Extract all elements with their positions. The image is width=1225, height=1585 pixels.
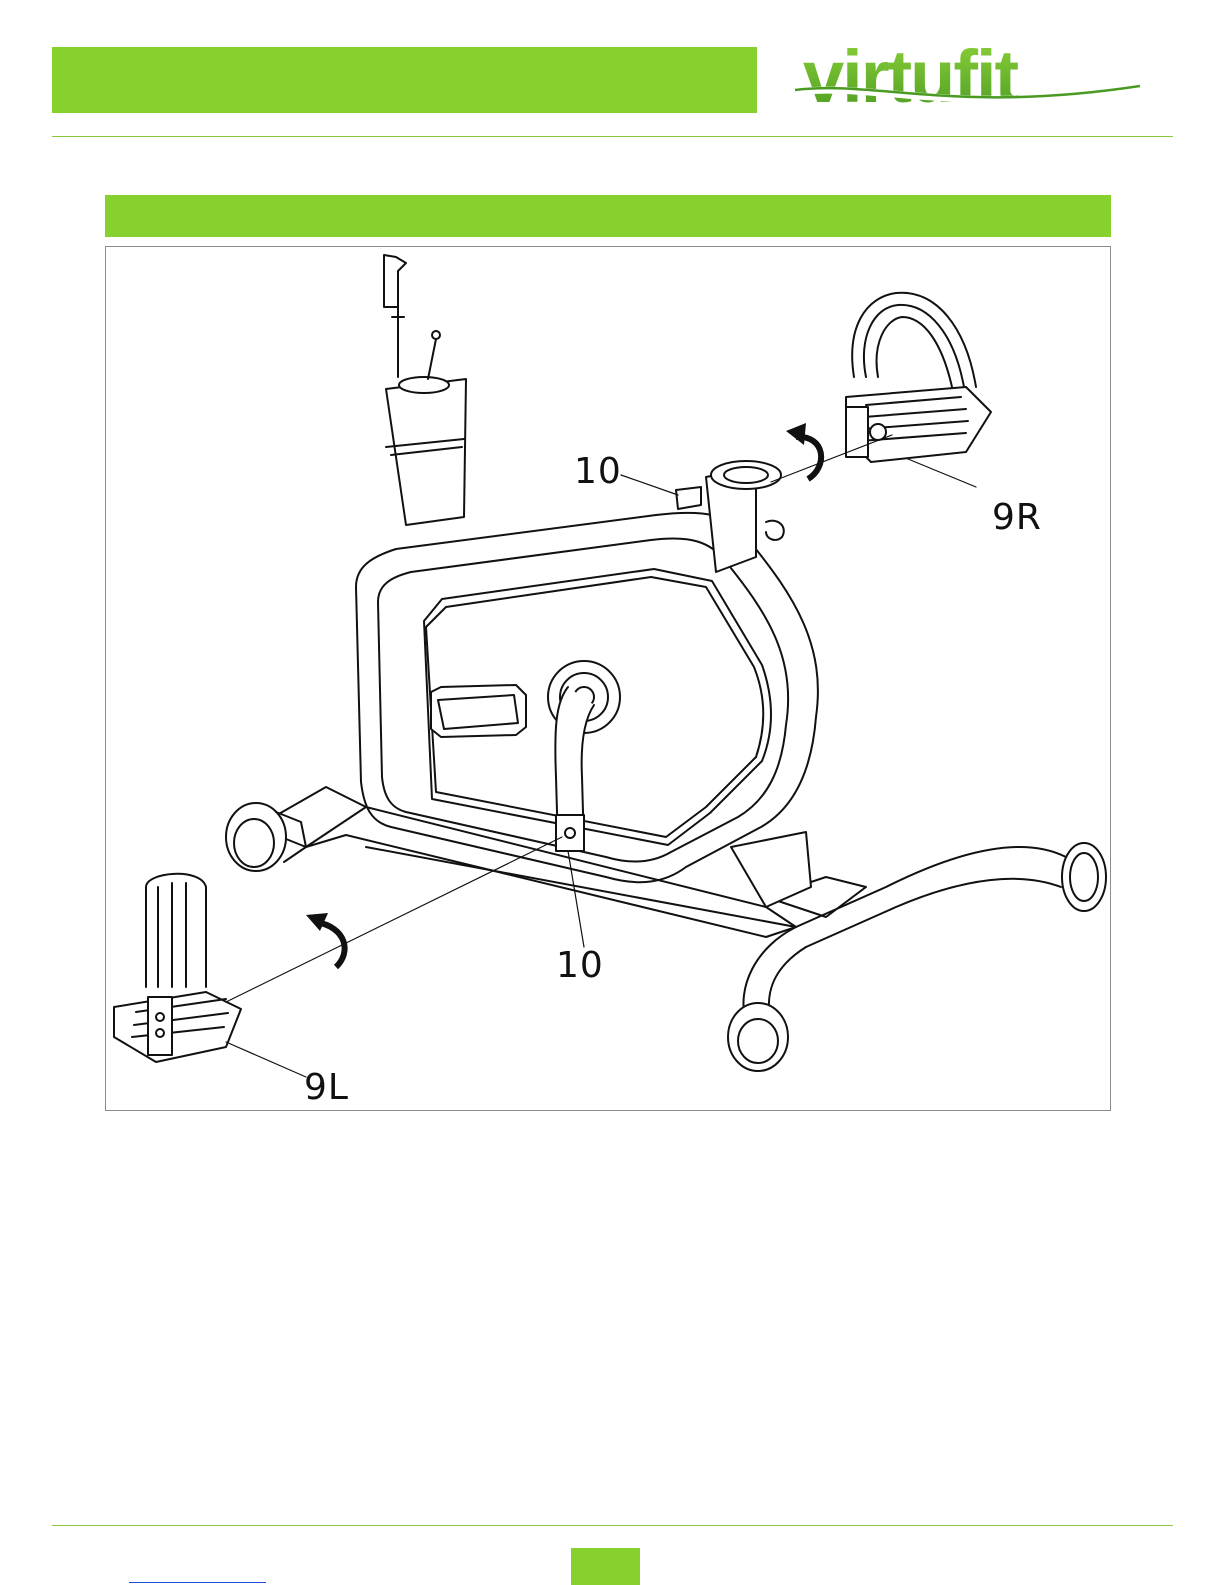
exercise-bike-drawing: 10 9R 10 9L bbox=[106, 247, 1112, 1112]
callout-pedal-right: 9R bbox=[992, 497, 1042, 538]
footer-link-underline[interactable] bbox=[129, 1582, 266, 1583]
page-number-tab bbox=[571, 1548, 640, 1585]
counterclockwise-arrow-icon bbox=[306, 913, 345, 967]
callout-pedal-left: 9L bbox=[304, 1067, 349, 1108]
callout-crank: 10 bbox=[556, 945, 604, 986]
assembly-figure: 10 9R 10 9L bbox=[105, 246, 1111, 1111]
callout-bottle-holder: 10 bbox=[574, 451, 622, 492]
header-title-bar bbox=[52, 47, 757, 113]
section-heading-bar bbox=[105, 195, 1111, 237]
svg-text:virtufit: virtufit bbox=[803, 35, 1019, 118]
clockwise-arrow-icon bbox=[786, 423, 821, 479]
footer-divider bbox=[52, 1525, 1173, 1526]
header-divider bbox=[52, 136, 1173, 137]
virtufit-logo: virtufit bbox=[795, 30, 1140, 130]
